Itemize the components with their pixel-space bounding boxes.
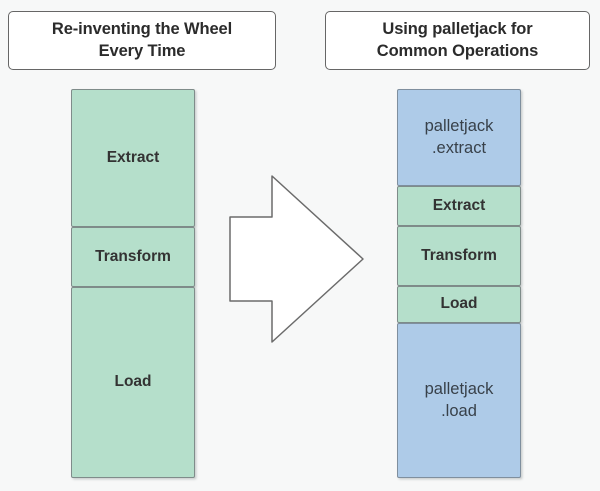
right-panel-title-box: Using palletjack for Common Operations <box>325 11 590 70</box>
right-stack-item-transform: Transform <box>397 226 521 286</box>
right-stack-item-palletjack-load-label: palletjack .load <box>424 379 494 420</box>
right-stack-item-palletjack-load: palletjack .load <box>397 323 521 478</box>
right-stack-item-extract: Extract <box>397 186 521 226</box>
right-stack-item-load-label: Load <box>440 295 478 313</box>
right-stack-item-load: Load <box>397 286 521 323</box>
right-arrow-shape <box>229 175 364 343</box>
left-panel-title-box: Re-inventing the Wheel Every Time <box>8 11 276 70</box>
right-stack-item-palletjack-extract-label: palletjack .extract <box>424 116 494 157</box>
left-stack-item-transform-label: Transform <box>95 247 171 265</box>
right-stack-item-extract-label: Extract <box>432 196 486 214</box>
left-stack-item-load-label: Load <box>114 373 152 391</box>
left-stack-item-transform: Transform <box>71 227 195 287</box>
left-stack: Extract Transform Load <box>71 89 195 478</box>
right-panel-title-text: Using palletjack for Common Operations <box>376 20 539 60</box>
right-stack-item-transform-label: Transform <box>421 246 497 264</box>
left-stack-item-extract-label: Extract <box>106 148 160 166</box>
left-stack-item-extract: Extract <box>71 89 195 227</box>
right-arrow-icon <box>224 171 368 347</box>
left-panel-title-text: Re-inventing the Wheel Every Time <box>51 20 233 60</box>
right-stack-item-palletjack-extract: palletjack .extract <box>397 89 521 186</box>
right-stack: palletjack .extract Extract Transform Lo… <box>397 89 521 478</box>
left-stack-item-load: Load <box>71 287 195 478</box>
